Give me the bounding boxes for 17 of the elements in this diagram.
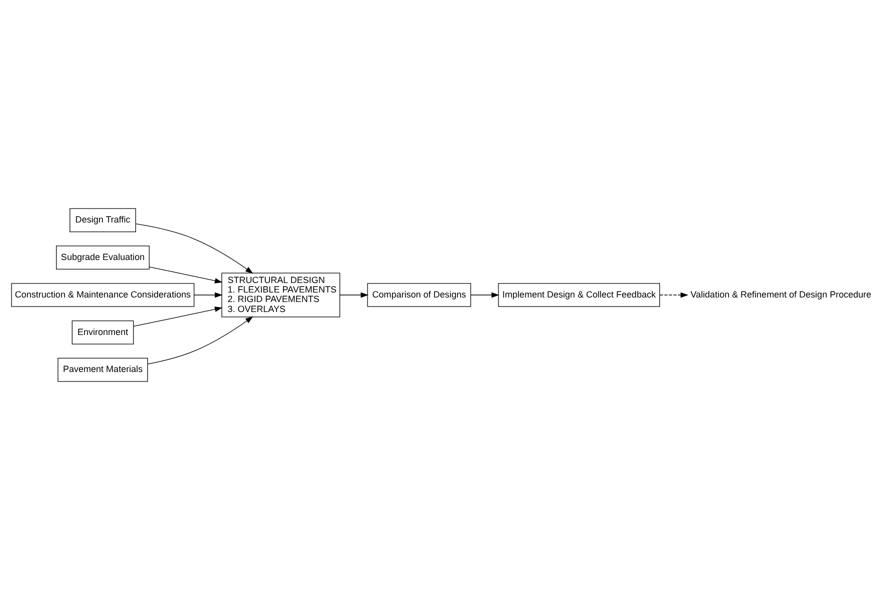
arrow (135, 223, 254, 274)
node-box: Construction & Maintenance Considerations (11, 282, 194, 306)
arrow (194, 292, 223, 298)
arrow (660, 292, 688, 298)
node-box: Comparison of Designs (367, 282, 472, 306)
node-box: STRUCTURAL DESIGN 1. FLEXIBLE PAVEMENTS 2. RIGID PAVEMENTS 3. OVERLAYS (221, 272, 340, 317)
node-box: Pavement Materials (58, 357, 148, 382)
node-box: Environment (72, 320, 134, 344)
arrow (133, 306, 223, 326)
arrow (470, 292, 500, 298)
arrow (340, 292, 368, 298)
node-text: Validation & Refinement of Design Procedure (690, 288, 872, 299)
node-box: Design Traffic (70, 208, 136, 232)
node-box: Subgrade Evaluation (56, 245, 150, 270)
node-box: Implement Design & Collect Feedback (498, 282, 660, 306)
arrow (149, 266, 223, 283)
arrow (147, 316, 254, 364)
